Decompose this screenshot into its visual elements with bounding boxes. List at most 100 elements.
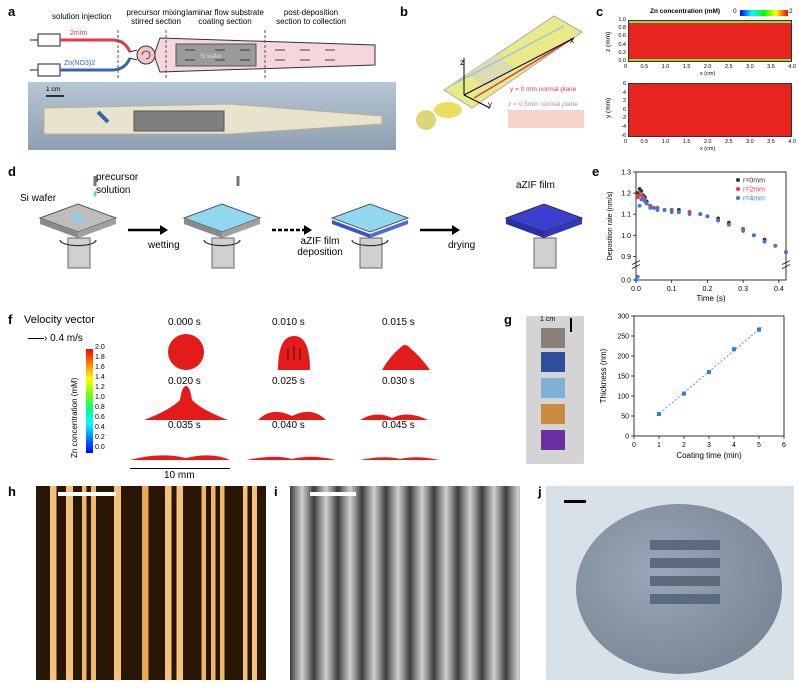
- e-xlabel: Time (s): [696, 294, 725, 303]
- g-data-point: [657, 412, 661, 416]
- g-xtick-label: 4: [732, 442, 736, 449]
- f-colorbar: [86, 349, 93, 453]
- e-data-point: [726, 222, 731, 227]
- e-data-point: [648, 205, 653, 210]
- g-ytick-label: 250: [617, 334, 629, 341]
- e-axis-break: [631, 264, 641, 269]
- e-data-point: [651, 205, 656, 210]
- axis-z-label: z: [460, 58, 464, 67]
- label-solution-injection: solution injection: [52, 12, 112, 21]
- e-data-point: [669, 210, 674, 214]
- f-time-8: 0.045 s: [382, 420, 415, 431]
- panel-label-g: g: [504, 312, 512, 327]
- label-precursor: precursor: [96, 172, 139, 183]
- e-data-point: [762, 239, 767, 244]
- e-axis-break: [781, 260, 791, 265]
- f-colorbar-label: Zn concentration (mM): [70, 377, 79, 458]
- c-top-ytick: 0.4: [618, 41, 626, 48]
- label-laminar-flow: laminar flow substrate: [186, 8, 264, 17]
- c-top-ytick: 0.8: [618, 25, 626, 32]
- c-xtick: 3.0: [746, 139, 754, 145]
- f-time-0: 0.000 s: [168, 317, 201, 328]
- label-solution: solution: [96, 185, 131, 196]
- c-bottom-xlabel: x (cm): [700, 146, 716, 152]
- g-ytick-label: 300: [617, 314, 629, 321]
- c-xtick: 3.5: [767, 139, 775, 145]
- f-colorbar-tick: 0.6: [95, 414, 105, 421]
- panel-label-e: e: [592, 164, 600, 179]
- f-colorbar-tick: 2.0: [95, 344, 105, 351]
- label-deposition: deposition: [297, 247, 343, 258]
- e-axis-break: [781, 264, 791, 269]
- g-ytick-label: 200: [617, 354, 629, 361]
- e-data-point: [644, 201, 649, 206]
- g-xtick-label: 3: [707, 442, 711, 449]
- velocity-arrow-icon: [28, 337, 44, 339]
- f-colorbar-tick: 1.0: [95, 394, 105, 401]
- label-post-deposition: post-deposition: [283, 8, 339, 17]
- e-data-point: [698, 212, 703, 217]
- g-data-point: [682, 391, 686, 396]
- c-xtick: 1.0: [661, 139, 670, 145]
- g-chip-2: [541, 352, 565, 372]
- e-data-point: [751, 233, 756, 238]
- c-top-ytick: 1.0: [618, 17, 626, 23]
- c-xtick: 0.5: [640, 139, 649, 145]
- c-xtick: 3.0: [746, 64, 754, 70]
- c-xtick: 1.5: [682, 64, 691, 70]
- f-colorbar-tick: 1.6: [95, 364, 105, 371]
- e-plot-frame: [635, 171, 787, 281]
- panel-label-h: h: [8, 484, 16, 499]
- g-chip-4: [541, 404, 565, 424]
- e-data-point: [716, 218, 721, 223]
- e-xtick-label: 0.0: [631, 286, 641, 293]
- e-legend-marker: [736, 187, 740, 191]
- c-xtick: 0: [624, 139, 628, 145]
- label-section-to-collection: section to collection: [276, 17, 346, 26]
- c-top-ytick: 0.6: [618, 33, 626, 40]
- g-xtick-label: 2: [682, 442, 686, 449]
- axis-y-label: y: [488, 100, 492, 109]
- droplet-spreading-sequence: [130, 334, 440, 460]
- f-time-7: 0.040 s: [272, 420, 305, 431]
- c-xtick: 2.5: [724, 139, 733, 145]
- label-inlet-zn: Zn(NO3)2: [64, 60, 96, 67]
- c-top-ytick: 0.0: [618, 58, 626, 65]
- panel-label-c: c: [596, 4, 604, 19]
- c-xtick: 2.0: [703, 64, 712, 70]
- f-scale-label: 10 mm: [164, 470, 195, 481]
- schematic-substrate-label: Si wafer: [200, 54, 222, 60]
- e-data-point: [784, 250, 788, 255]
- plane-1-label: y = 0 mm normal plane: [510, 86, 577, 93]
- c-xtick: 0: [624, 64, 628, 70]
- e-data-point: [773, 243, 778, 248]
- e-ytick-label: 1.0: [621, 233, 631, 240]
- e-ytick-label: 1.1: [621, 212, 631, 219]
- label-wetting: wetting: [148, 240, 180, 251]
- f-time-2: 0.015 s: [382, 317, 415, 328]
- e-ylabel: Deposition rate (nm/s): [607, 192, 614, 261]
- c-xtick: 3.5: [767, 64, 775, 70]
- c-bottom-ytick: -6: [621, 132, 626, 139]
- g-data-point: [757, 327, 761, 332]
- c-top-map: [628, 20, 792, 62]
- spin-coating-schematic: [38, 176, 584, 269]
- g-chip-1: [541, 328, 565, 348]
- panel-label-b: b: [400, 4, 408, 19]
- e-legend-marker: [736, 196, 740, 200]
- g-data-point: [732, 347, 736, 352]
- panel-label-i: i: [274, 484, 278, 499]
- i-sem-image: [290, 486, 520, 680]
- g-xtick-label: 6: [782, 442, 786, 449]
- label-si-wafer: Si wafer: [20, 193, 57, 204]
- e-axis-break: [631, 260, 641, 265]
- g-ytick-label: 150: [617, 374, 629, 381]
- c-top-ylabel: z (mm): [605, 31, 612, 52]
- c-top-xlabel: x (cm): [700, 71, 716, 77]
- label-azif-film-process: aZIF film: [300, 236, 340, 247]
- axis-x-label: x: [570, 36, 574, 45]
- c-bottom-ytick: 0: [622, 106, 626, 113]
- g-ytick-label: 50: [621, 414, 629, 421]
- f-scale-bar: [130, 468, 230, 469]
